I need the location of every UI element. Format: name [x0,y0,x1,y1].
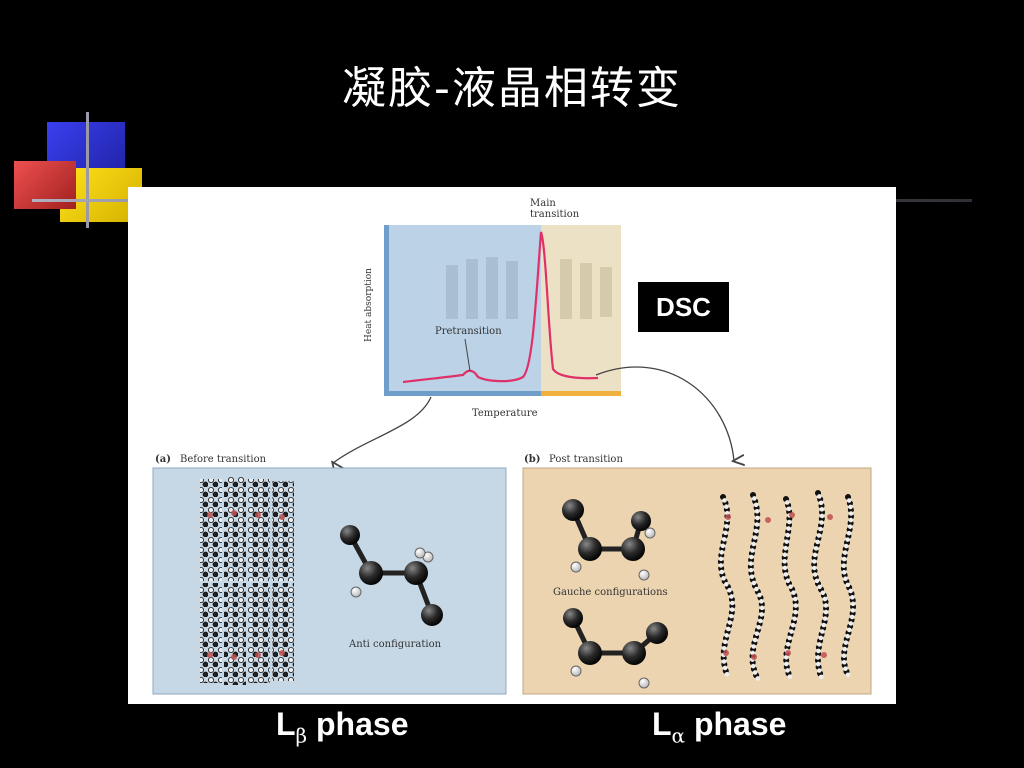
phase-subscript: α [671,723,686,748]
dsc-liquid-region [541,225,621,395]
dsc-label-text: DSC [656,291,711,323]
phase-letter: L [652,706,672,742]
dsc-gel-region [386,225,541,395]
dsc-label: DSC [638,282,729,332]
phase-letter: L [276,706,296,742]
transition-figure: Main transition Pretransition Heat absor… [128,187,896,704]
main-transition-label-line1: Main [530,198,556,209]
panel-b-title: Post transition [549,454,623,465]
dsc-x-axis-liquid [541,391,621,396]
y-axis-label: Heat absorption [364,268,374,342]
dsc-curve [402,231,599,384]
figure-graphics [152,225,872,695]
gel-lipid-chains [200,477,294,685]
anti-configuration-label: Anti configuration [349,639,442,650]
phase-word: phase [316,706,409,742]
x-axis-label: Temperature [472,408,538,419]
dsc-background-texture [446,257,612,319]
liquid-crystal-lipid-chains [717,490,857,682]
arrow-to-before [333,396,432,463]
main-transition-label-line2: transition [530,209,580,220]
dsc-x-axis-gel [384,391,541,396]
l-alpha-phase-caption: Lα phase [652,706,786,747]
dsc-y-axis-bar [384,225,389,395]
panel-a-letter: (a) [155,454,171,465]
gauche-configurations-label: Gauche configurations [553,587,668,598]
decor-vertical-line [86,112,89,228]
panel-a-title: Before transition [180,454,267,465]
pretransition-label: Pretransition [435,326,502,337]
phase-word: phase [693,706,787,742]
gauche-configuration-models [562,499,668,689]
slide-title: 凝胶-液晶相转变 [342,63,682,114]
phase-subscript: β [295,723,308,748]
anti-configuration-model [340,525,443,626]
pretransition-pointer [464,338,471,372]
panel-b-letter: (b) [524,454,541,465]
arrow-to-after [595,366,734,461]
l-beta-phase-caption: Lβ phase [276,706,408,747]
